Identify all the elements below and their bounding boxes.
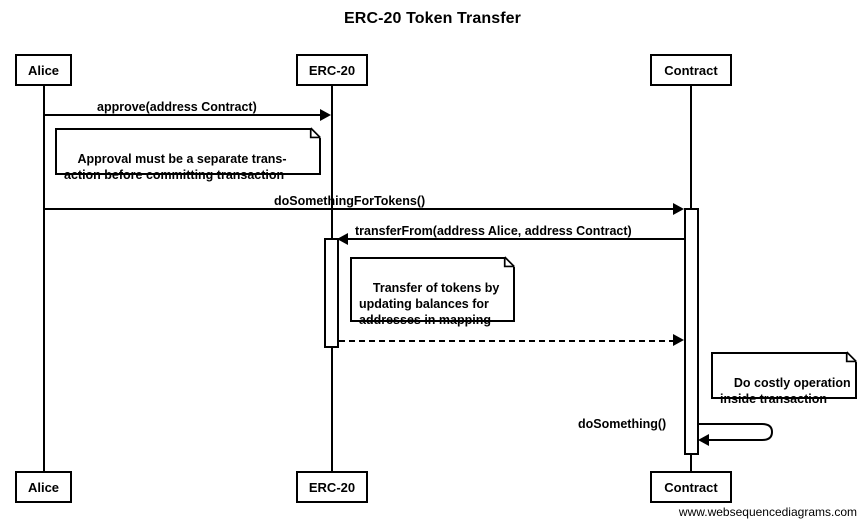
message-label-dosomething: doSomething() xyxy=(578,417,667,431)
participant-erc20-top[interactable]: ERC-20 xyxy=(296,54,368,86)
note-fold-corner-icon xyxy=(309,127,321,139)
message-line-dosomethingfortokens xyxy=(43,208,675,210)
activation-bar-erc20 xyxy=(324,238,339,348)
page-title: ERC-20 Token Transfer xyxy=(344,10,521,27)
participant-contract-bottom[interactable]: Contract xyxy=(650,471,732,503)
message-arrowhead-return-dashed xyxy=(673,334,684,346)
note-do-costly-operation-text: Do costly operation inside transaction xyxy=(720,376,851,406)
participant-erc20-bottom[interactable]: ERC-20 xyxy=(296,471,368,503)
footer-watermark: www.websequencediagrams.com xyxy=(678,505,857,519)
message-arrowhead-dosomething xyxy=(698,434,709,446)
message-label-dosomethingfortokens: doSomethingForTokens() xyxy=(274,194,426,208)
message-line-approve xyxy=(43,114,323,116)
self-call-loop-dosomething xyxy=(699,423,774,441)
note-transfer-of-tokens: Transfer of tokens by updating balances … xyxy=(350,256,515,327)
note-do-costly-operation: Do costly operation inside transaction xyxy=(711,351,857,406)
message-arrowhead-transferfrom xyxy=(337,233,348,245)
participant-alice-bottom[interactable]: Alice xyxy=(15,471,72,503)
participant-alice-top-label: Alice xyxy=(27,62,60,78)
note-fold-corner-icon xyxy=(503,256,515,268)
activation-bar-contract xyxy=(684,208,699,455)
participant-erc20-top-label: ERC-20 xyxy=(308,62,356,78)
message-arrowhead-dosomethingfortokens xyxy=(673,203,684,215)
participant-contract-top[interactable]: Contract xyxy=(650,54,732,86)
participant-erc20-bottom-label: ERC-20 xyxy=(308,479,356,495)
participant-alice-top[interactable]: Alice xyxy=(15,54,72,86)
message-label-approve: approve(address Contract) xyxy=(97,100,257,114)
message-line-return-dashed xyxy=(339,340,675,342)
message-arrowhead-approve xyxy=(320,109,331,121)
participant-contract-bottom-label: Contract xyxy=(664,479,718,495)
participant-alice-bottom-label: Alice xyxy=(27,479,60,495)
note-approval-separate-transaction: Approval must be a separate trans- actio… xyxy=(55,127,321,182)
message-label-transferfrom: transferFrom(address Alice, address Cont… xyxy=(355,224,632,238)
message-line-transferfrom xyxy=(347,238,685,240)
note-transfer-of-tokens-text: Transfer of tokens by updating balances … xyxy=(359,281,500,327)
note-fold-corner-icon xyxy=(845,351,857,363)
participant-contract-top-label: Contract xyxy=(664,62,718,78)
lifeline-alice xyxy=(43,85,45,473)
note-approval-separate-transaction-text: Approval must be a separate trans- actio… xyxy=(64,152,287,182)
